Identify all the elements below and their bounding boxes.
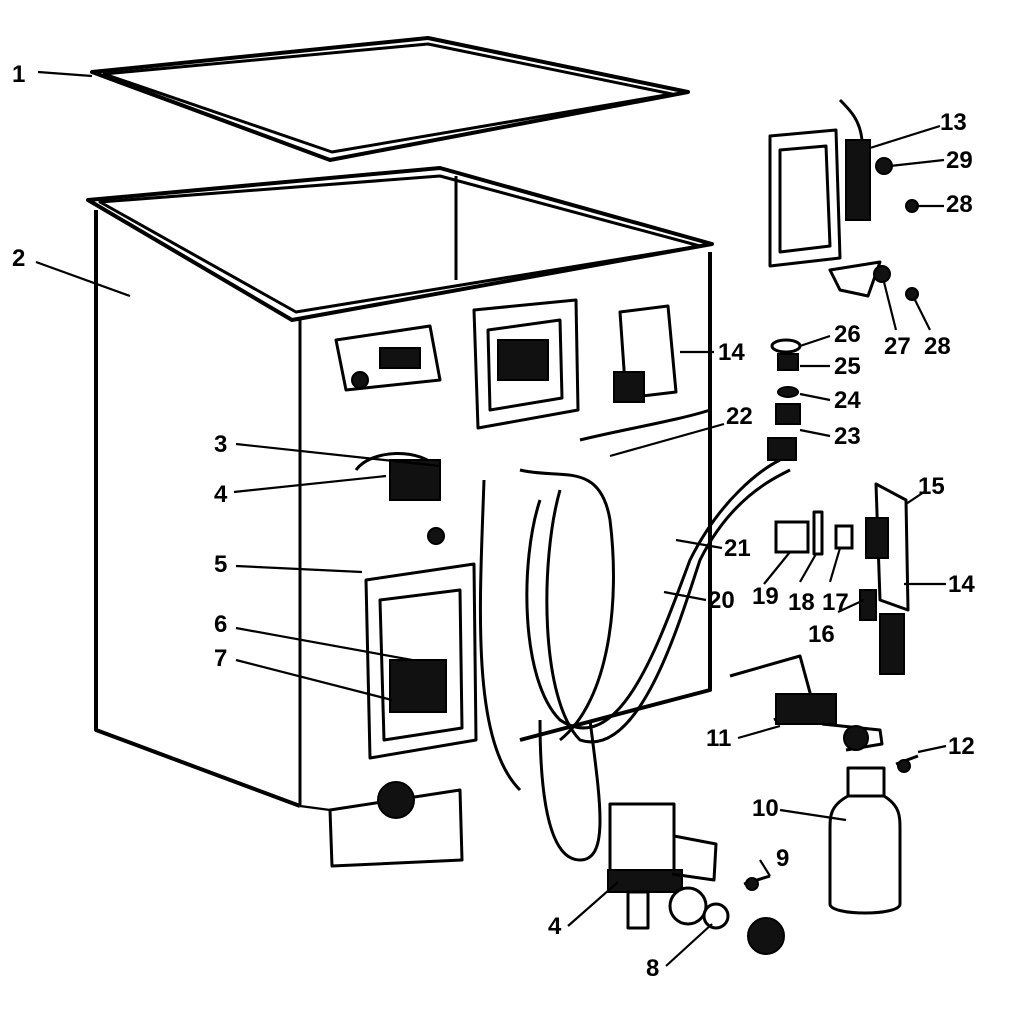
bracket-11 [729,654,884,752]
label-21: 21 [724,535,751,562]
terminal-block [334,324,442,392]
label-11: 11 [706,725,731,752]
bottle-10 [828,766,902,915]
label-4-lower: 4 [548,913,562,940]
label-29: 29 [946,147,973,174]
fittings-23-26 [767,338,802,461]
parts-17-18-19 [774,510,854,556]
label-14-upper: 14 [718,339,745,366]
upper-cover-14 [613,304,678,403]
label-17: 17 [822,589,849,616]
label-28-lower: 28 [924,333,951,360]
bracket-14-15-16 [859,482,910,675]
label-28-upper: 28 [946,191,973,218]
label-2: 2 [12,245,25,272]
label-9: 9 [776,845,789,872]
label-3: 3 [214,431,227,458]
screw-12 [895,754,919,773]
label-26: 26 [834,321,861,348]
label-14-lower: 14 [948,571,975,598]
label-10: 10 [752,795,779,822]
lower-heater-box [364,562,478,760]
label-24: 24 [834,387,861,414]
label-13: 13 [940,109,967,136]
label-25: 25 [834,353,861,380]
label-27: 27 [884,333,911,360]
label-7: 7 [214,645,227,672]
label-8: 8 [646,955,659,982]
thermostat-4-upper [354,452,445,545]
label-16: 16 [808,621,835,648]
label-4-upper: 4 [214,481,228,508]
label-19: 19 [752,583,779,610]
label-1: 1 [12,61,25,88]
hoses [478,408,791,862]
label-23: 23 [834,423,861,450]
label-5: 5 [214,551,227,578]
lid-gasket [90,36,690,162]
switch-assembly-13 [768,98,919,301]
label-20: 20 [708,587,735,614]
pump-base [328,781,464,868]
tank-body [86,166,714,812]
screw-9 [743,874,771,891]
label-22: 22 [726,403,753,430]
washer-8 [702,902,785,955]
label-12: 12 [948,733,975,760]
label-15: 15 [918,473,945,500]
label-18: 18 [788,589,815,616]
upper-heater-box [472,298,580,430]
label-6: 6 [214,611,227,638]
water-valve-4 [607,802,718,930]
leader-lines [35,70,947,967]
